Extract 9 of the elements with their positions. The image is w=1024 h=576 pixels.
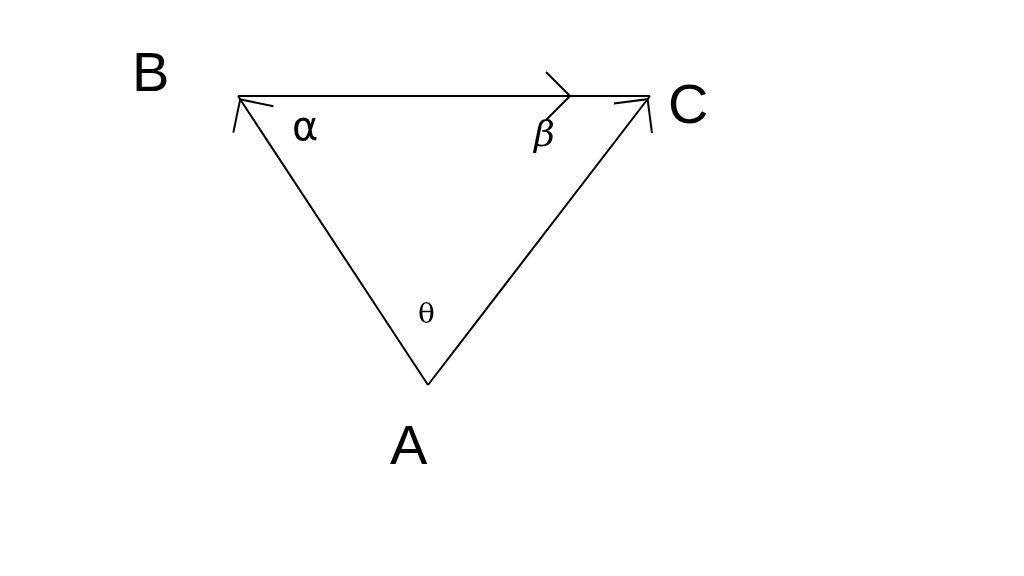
- vertex-label: C: [668, 76, 709, 132]
- arrow: [232, 95, 429, 386]
- vertex-label: B: [132, 44, 170, 100]
- angle-label: θ: [418, 300, 435, 328]
- angle-label: α: [292, 106, 319, 146]
- arrow: [427, 95, 653, 386]
- arrow: [237, 71, 651, 121]
- vertex-label: A: [390, 417, 428, 473]
- angle-label: β: [534, 116, 555, 152]
